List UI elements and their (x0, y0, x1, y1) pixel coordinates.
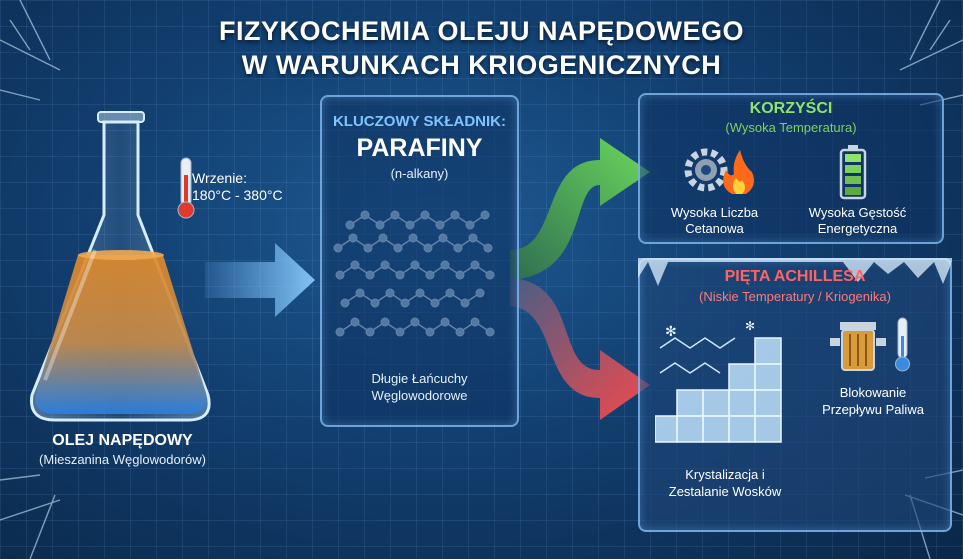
weakness-item-1-line-1: Krystalizacja i (685, 467, 765, 482)
weakness-subtitle: (Niskie Temperatury / Kriogenika) (699, 289, 891, 304)
weakness-item-2-line-2: Przepływu Paliwa (822, 402, 924, 417)
benefit-arrow (510, 138, 650, 280)
component-header: KLUCZOWY SKŁADNIK: PARAFINY (n-alkany) (320, 113, 519, 181)
benefit-item-1-line-2: Cetanowa (685, 221, 744, 236)
weakness-item-1-line-2: Zestalanie Wosków (668, 484, 782, 499)
benefits-subtitle: (Wysoka Temperatura) (725, 120, 857, 135)
icicles-decoration (638, 258, 952, 286)
component-caption-line-1: Długie Łańcuchy (371, 371, 468, 386)
snowflake-icon: ✻ (665, 324, 677, 340)
benefits-header: KORZYŚCI (Wysoka Temperatura) (638, 100, 944, 135)
boiling-label: Wrzenie: (192, 170, 247, 186)
flow-arrow-to-component (205, 243, 315, 317)
weakness-arrow (510, 278, 650, 420)
page-title: FIZYKOCHEMIA OLEJU NAPĘDOWEGO W WARUNKAC… (0, 14, 963, 82)
benefit-item-1: Wysoka Liczba Cetanowa (652, 205, 777, 237)
thermometer-icon (177, 157, 195, 219)
flask-icon (29, 111, 211, 422)
benefit-item-1-line-1: Wysoka Liczba (670, 205, 759, 220)
flask-caption: OLEJ NAPĘDOWY (Mieszanina Węglowodorów) (0, 432, 245, 467)
benefits-panel (638, 93, 944, 244)
fuel-filter-icon (830, 317, 910, 372)
component-subtitle: (n-alkany) (390, 166, 449, 181)
weakness-header: PIĘTA ACHILLESA (Niskie Temperatury / Kr… (638, 268, 952, 304)
benefit-item-2-line-2: Energetyczna (817, 221, 898, 236)
frost-corner-bottom-left (0, 474, 61, 559)
flask-subtitle: (Mieszanina Węglowodorów) (39, 452, 206, 467)
component-caption: Długie Łańcuchy Węglowodorowe (320, 370, 519, 404)
frost-corner-top-right (899, 0, 963, 106)
benefits-heading: KORZYŚCI (749, 100, 833, 117)
boiling-info: Wrzenie: 180°C - 380°C (192, 170, 312, 204)
weakness-item-2: Blokowanie Przepływu Paliwa (808, 384, 938, 418)
boiling-range: 180°C - 380°C (192, 187, 283, 203)
weakness-item-1: Krystalizacja i Zestalanie Wosków (650, 466, 800, 500)
component-name: PARAFINY (356, 134, 483, 162)
flask-name: OLEJ NAPĘDOWY (52, 432, 193, 449)
component-panel (320, 95, 519, 427)
gear-flame-icon (684, 148, 754, 194)
benefit-item-2-line-1: Wysoka Gęstość (808, 205, 907, 220)
title-line-2: W WARUNKACH KRIOGENICZNYCH (241, 50, 722, 80)
weakness-heading: PIĘTA ACHILLESA (724, 268, 866, 285)
battery-icon (839, 145, 867, 200)
weakness-item-2-line-1: Blokowanie (839, 385, 907, 400)
frost-corner-top-left (0, 0, 61, 101)
component-heading: KLUCZOWY SKŁADNIK: (332, 113, 507, 130)
ice-cubes-icon: ✻ ✻ (655, 319, 782, 443)
title-line-1: FIZYKOCHEMIA OLEJU NAPĘDOWEGO (218, 16, 745, 46)
component-caption-line-2: Węglowodorowe (371, 388, 468, 403)
svg-text:✻: ✻ (745, 319, 755, 333)
benefit-item-2: Wysoka Gęstość Energetyczna (790, 205, 925, 237)
